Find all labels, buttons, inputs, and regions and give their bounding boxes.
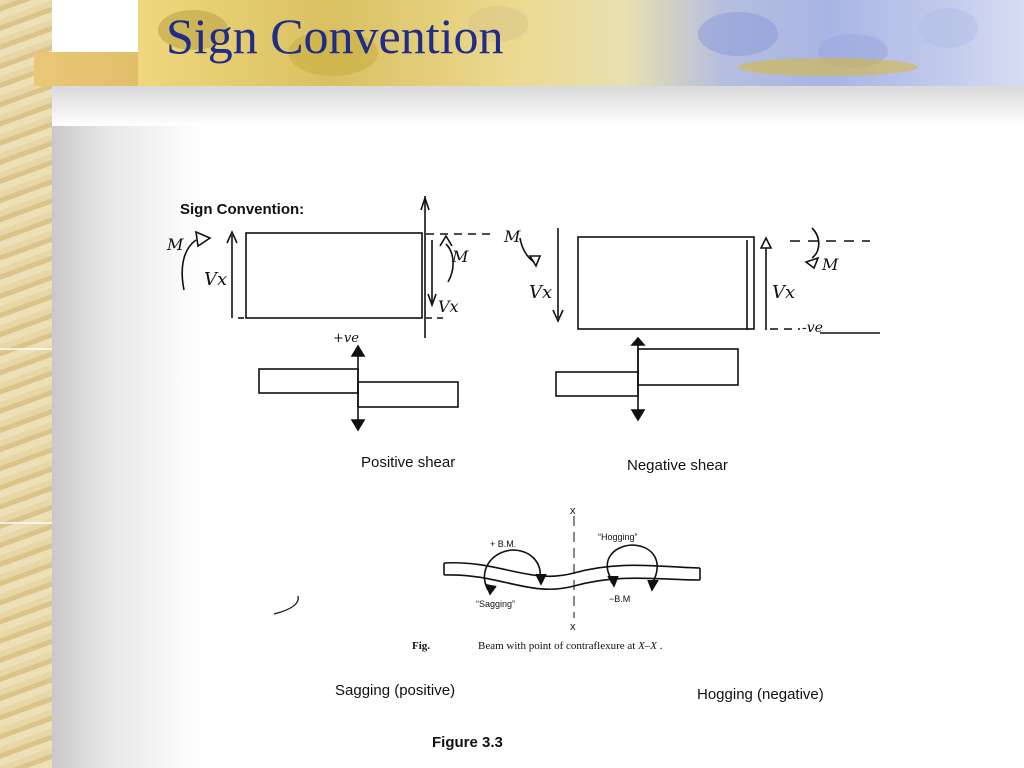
neg-right-moment-arrow <box>811 227 820 259</box>
hand-label-m: M <box>503 227 521 246</box>
sagging-arrow <box>483 549 541 591</box>
slide-title: Sign Convention <box>166 8 504 64</box>
caption-end: . <box>660 640 663 652</box>
caption-prefix: Fig. <box>412 640 430 652</box>
sagging-quote-label: “Sagging” <box>476 599 515 609</box>
left-moment-arrow <box>181 239 197 291</box>
plus-bm-label: + B.M. <box>490 539 516 549</box>
right-moment-arrow <box>445 243 454 283</box>
figure-heading: Sign Convention: <box>180 201 304 218</box>
hand-label-m: M <box>451 247 469 266</box>
caption-text: Beam with point of contraflexure at <box>478 640 638 652</box>
negative-shear-label: Negative shear <box>627 457 728 474</box>
negative-section-box <box>577 236 755 330</box>
hand-label-vx: Vx <box>772 282 795 303</box>
negative-shear-right-block <box>637 348 739 386</box>
hogging-label: “Hogging” <box>598 532 638 542</box>
hogging-arrow <box>606 544 658 585</box>
beam-upper-edge <box>443 561 701 578</box>
minus-bm-label: −B.M <box>609 594 630 604</box>
decorative-collage <box>138 0 1024 86</box>
positive-shear-label: Positive shear <box>361 454 455 471</box>
beam-lower-edge <box>443 574 701 591</box>
parchment-seam <box>0 348 52 350</box>
sagging-positive-label: Sagging (positive) <box>335 682 455 699</box>
hogging-negative-label: Hogging (negative) <box>697 686 824 703</box>
hand-label-vx: Vx <box>438 297 459 316</box>
hand-label-m: M <box>166 235 184 254</box>
hand-label-m: M <box>821 255 839 274</box>
section-x-top: x <box>570 505 576 517</box>
parchment-border <box>0 0 52 768</box>
positive-shear-left-block <box>258 368 359 394</box>
negative-shear-left-block <box>555 371 639 397</box>
parchment-seam <box>0 522 52 524</box>
hand-label-minus-ve: -ve <box>802 320 823 336</box>
left-shadow <box>52 86 202 768</box>
positive-shear-right-block <box>357 381 459 408</box>
hand-label-vx: Vx <box>204 269 227 290</box>
figure-number: Figure 3.3 <box>432 734 503 751</box>
hand-label-vx: Vx <box>529 282 552 303</box>
hand-label-plus-ve: +ve <box>333 331 359 346</box>
positive-section-box <box>245 232 423 319</box>
top-shadow <box>52 86 1024 126</box>
contraflexure-caption: Fig. Beam with point of contraflexure at… <box>412 640 663 652</box>
caption-italic: X–X <box>637 640 658 652</box>
section-x-bottom: x <box>570 621 576 633</box>
